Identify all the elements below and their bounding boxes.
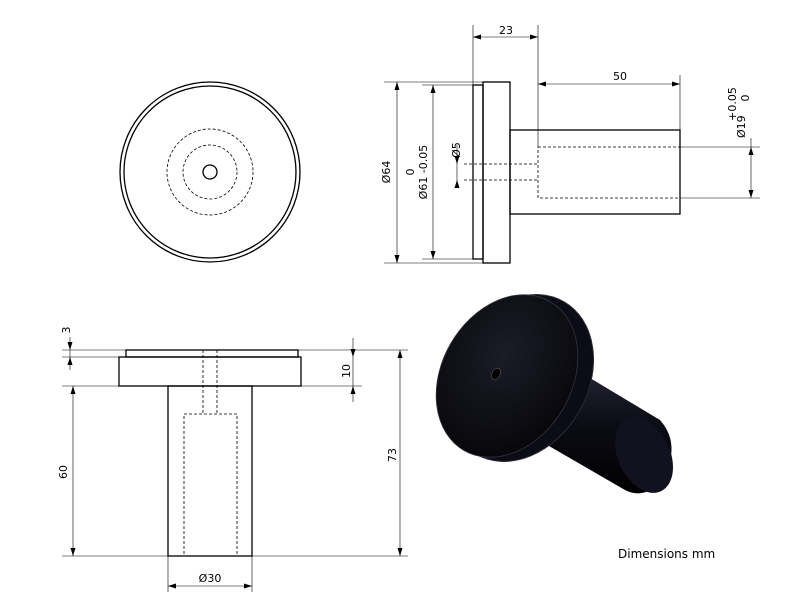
- tol-lower: 0: [739, 95, 752, 102]
- dim-60: 60: [57, 465, 70, 479]
- dim-10: 10: [340, 364, 353, 378]
- outer-flange-circle: [119, 81, 301, 263]
- hidden-shaft-circle: [166, 128, 254, 216]
- dim-dia-64: Ø64: [380, 161, 393, 184]
- isometric-render: [435, 294, 674, 494]
- flange-ring-top: [125, 349, 299, 358]
- render-flange-face: [435, 294, 579, 458]
- tol-upper: +0.05: [726, 87, 739, 121]
- flange-ring: [472, 84, 484, 260]
- side-view: 23 50 Ø19 +0.05 0 Ø64 0 Ø61 -0.05: [380, 24, 760, 264]
- dim-50: 50: [613, 70, 627, 83]
- center-hole-circle: [202, 164, 218, 180]
- dim-dia-5: Ø5: [450, 142, 463, 158]
- inner-flange-circle: [123, 85, 297, 259]
- dim-dia-19: Ø19: [735, 115, 748, 138]
- hidden-bore-circle: [182, 144, 238, 200]
- flange-body: [482, 81, 511, 264]
- shaft-body-top: [167, 385, 253, 557]
- top-view: 3 60 10 73 Ø30: [57, 327, 408, 592]
- dim-dia-61: Ø61 -0.05: [417, 145, 430, 200]
- dim-23: 23: [499, 24, 513, 37]
- hidden-bore: [537, 146, 681, 199]
- flange-body-top: [118, 356, 302, 387]
- dim-3: 3: [60, 327, 73, 334]
- end-view: [119, 81, 301, 263]
- units-note: Dimensions mm: [618, 547, 715, 561]
- dim-73: 73: [386, 448, 399, 462]
- dim-dia-30: Ø30: [199, 572, 222, 585]
- tol-zero: 0: [404, 169, 417, 176]
- hidden-bore-top: [183, 413, 238, 557]
- render-shaft-end: [614, 417, 674, 493]
- render-center-hole: [491, 368, 501, 380]
- shaft-body: [509, 129, 681, 215]
